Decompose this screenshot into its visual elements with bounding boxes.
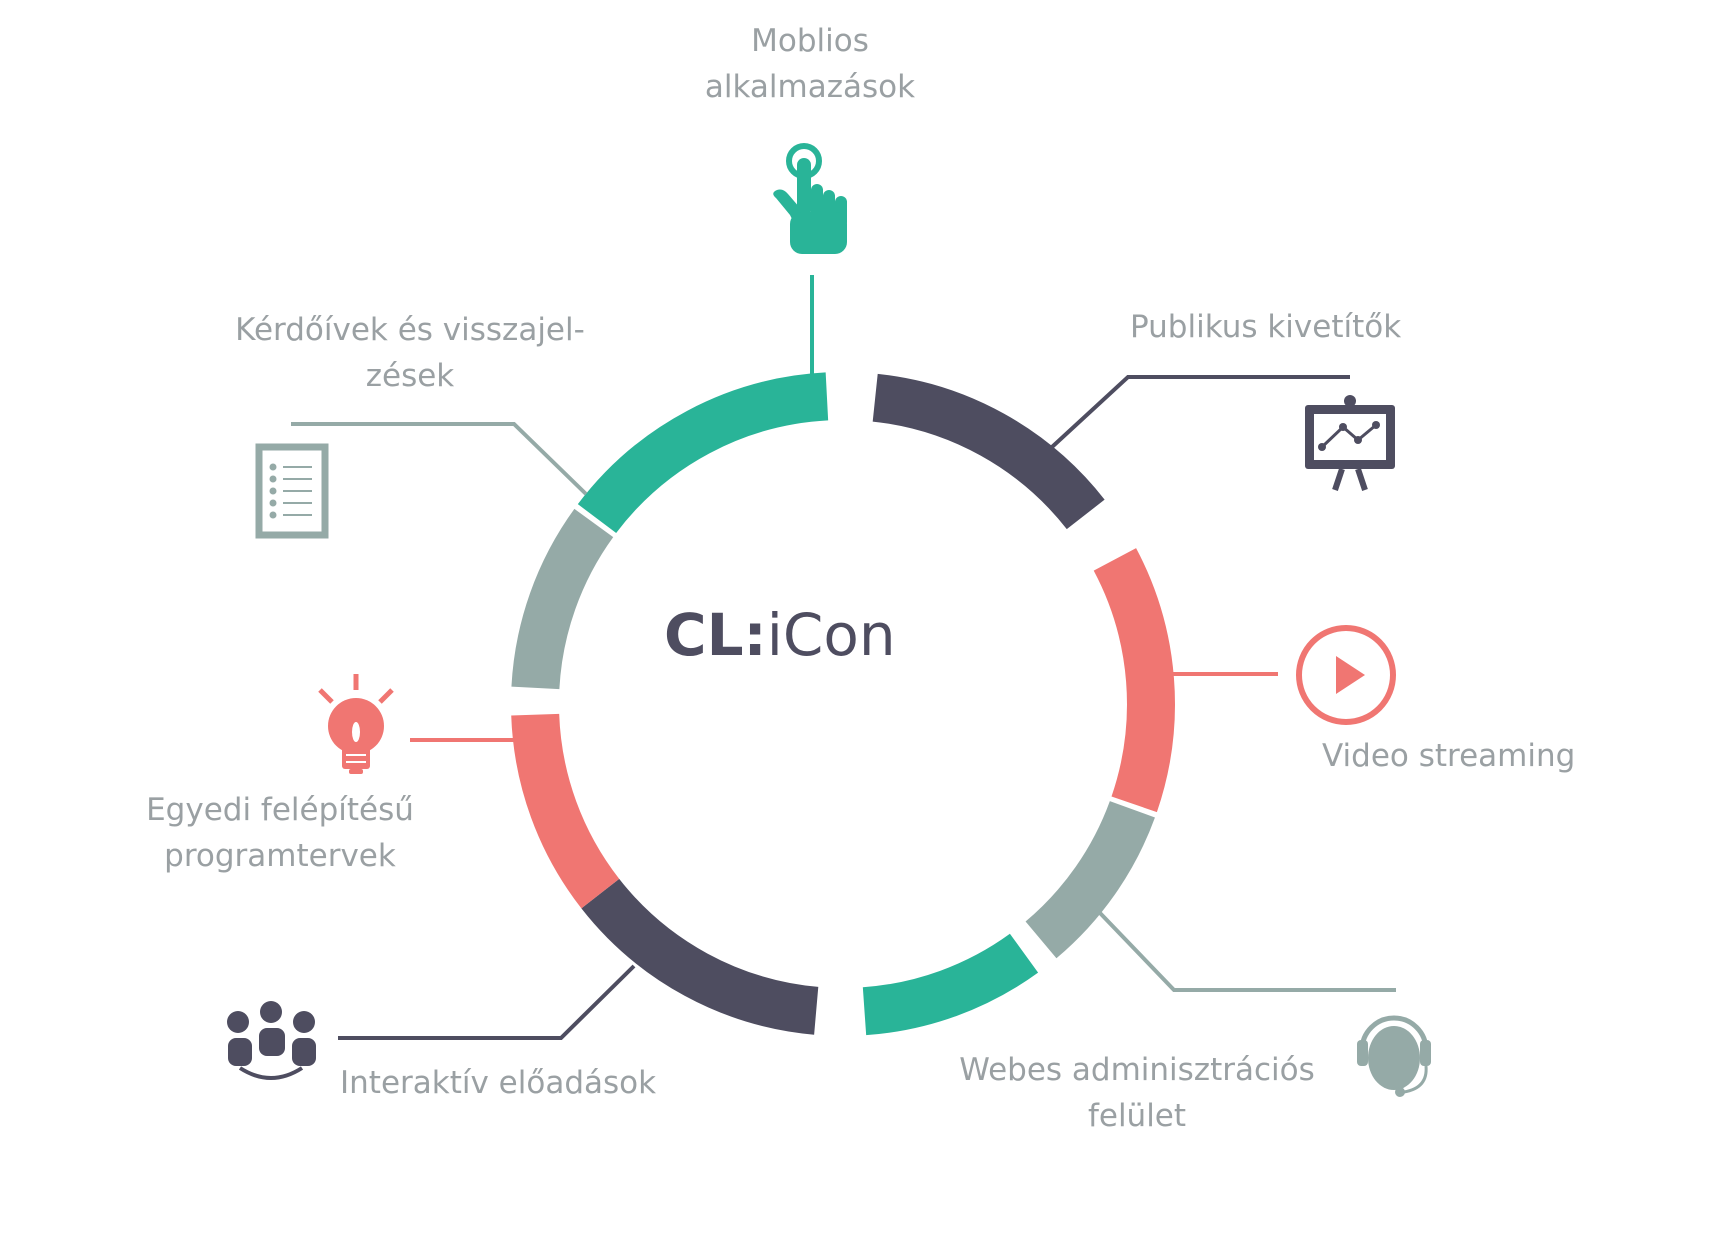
headset-support-icon: [1357, 1015, 1431, 1097]
ring-segment-web-admin-accent: [862, 933, 1039, 1036]
logo-light: iCon: [766, 601, 896, 669]
logo-strong: CL:: [664, 601, 767, 669]
presentation-board-icon: [1305, 395, 1395, 491]
ring-segment-interactive: [581, 878, 819, 1035]
people-group-icon: [227, 1001, 316, 1080]
label-custom-programs-line2: programtervek: [164, 838, 396, 874]
label-interactive: Interaktív előadások: [340, 1060, 656, 1106]
label-mobile: Moblios alkalmazások: [690, 18, 930, 110]
ring-segment-surveys: [511, 508, 614, 690]
checklist-document-icon: [255, 443, 329, 539]
ring-segment-mobile: [577, 372, 829, 534]
play-circle-icon: [1296, 625, 1396, 725]
connectors: [291, 275, 1396, 1040]
connector-interactive: [338, 964, 636, 1040]
ring-segment-public-screens: [872, 373, 1105, 530]
label-video: Video streaming: [1322, 733, 1575, 779]
ring-segment-web-admin: [1025, 800, 1155, 959]
label-mobile-line2: alkalmazások: [704, 69, 916, 105]
label-web-admin-line1: Webes adminisztrációs: [959, 1052, 1315, 1088]
lightbulb-icon: [318, 674, 394, 774]
label-video-line1: Video streaming: [1322, 738, 1576, 774]
label-public-screens: Publikus kivetítők: [1130, 304, 1401, 350]
ring-segment-custom-programs: [511, 713, 620, 909]
label-web-admin-line2: felület: [1087, 1098, 1187, 1134]
label-surveys: Kérdőívek és visszajel- zések: [210, 307, 610, 399]
label-mobile-line1: Moblios: [751, 23, 869, 59]
label-public-screens-line1: Publikus kivetítők: [1130, 309, 1402, 345]
ring-segments: [511, 372, 1175, 1036]
center-logo: CL:iCon: [664, 600, 1064, 670]
label-custom-programs-line1: Egyedi felépítésű: [146, 792, 414, 828]
ring-segment-video: [1093, 548, 1175, 813]
connector-public-screens: [1050, 375, 1350, 449]
label-interactive-line1: Interaktív előadások: [340, 1065, 657, 1101]
label-surveys-line1: Kérdőívek és visszajel-: [235, 312, 585, 348]
label-custom-programs: Egyedi felépítésű programtervek: [120, 787, 440, 879]
label-surveys-line2: zések: [365, 358, 455, 394]
connector-web-admin: [1098, 911, 1396, 992]
label-web-admin: Webes adminisztrációs felület: [937, 1047, 1337, 1139]
touch-hand-icon: [773, 143, 847, 254]
connector-surveys: [291, 422, 588, 496]
